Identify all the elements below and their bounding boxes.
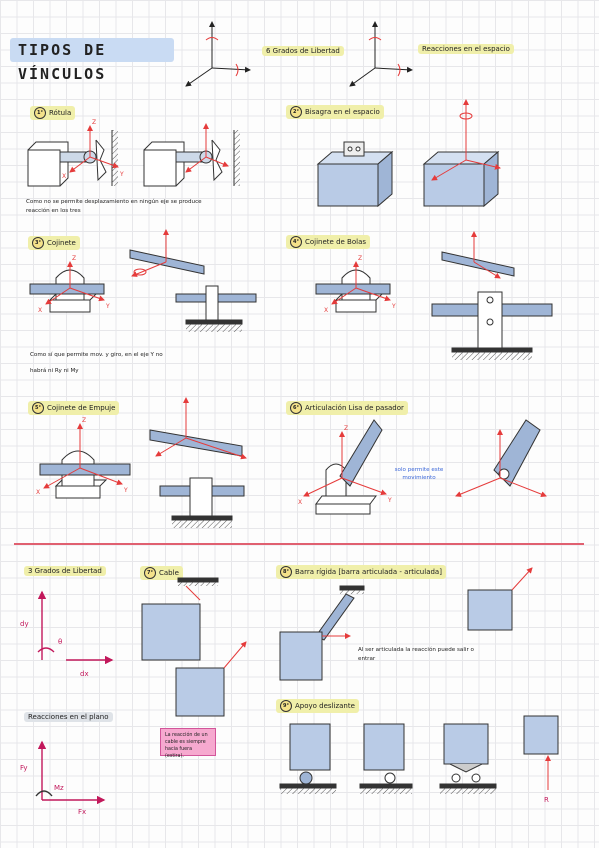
section-bolas: 4°Cojinete de Bolas xyxy=(286,235,371,249)
header-axes-reactions xyxy=(349,21,413,87)
section-number: 3° xyxy=(32,237,44,249)
cable-drawing-2 xyxy=(175,641,247,717)
section-number: 4° xyxy=(290,236,302,248)
barra-drawing-2 xyxy=(467,567,533,631)
bisagra-drawing-2 xyxy=(422,99,501,208)
page-title: TIPOS DE VÍNCULOS xyxy=(10,38,174,83)
pasador-blue-note: solo permite este movimiento xyxy=(394,467,444,481)
fx-label: Fx xyxy=(78,808,86,816)
dy-label: dy xyxy=(20,620,29,628)
axis-x-label: X xyxy=(36,489,40,496)
plano-reac-diagram xyxy=(35,740,106,805)
axis-z-label: Z xyxy=(82,417,86,424)
section-empuje: 5°Cojinete de Empuje xyxy=(28,401,120,415)
cojinete-drawing-2 xyxy=(129,229,257,332)
section-divider xyxy=(14,543,584,545)
apoyo-drawing-2 xyxy=(359,723,413,794)
axis-x-label: X xyxy=(298,499,302,506)
apoyo-drawing-3 xyxy=(439,723,497,794)
section-label: Articulación Lisa de pasador xyxy=(305,404,404,412)
axis-x-label: X xyxy=(38,307,42,314)
section-label: Reacciones en el plano xyxy=(28,713,109,721)
axis-y-label: Y xyxy=(123,487,128,494)
rotula-note: Como no se permite desplazamiento en nin… xyxy=(26,199,202,214)
section-number: 5° xyxy=(32,402,44,414)
bisagra-drawing-1 xyxy=(316,141,394,208)
section-label: Bisagra en el espacio xyxy=(305,108,380,116)
section-label: Cojinete xyxy=(47,239,76,247)
axis-z-label: Z xyxy=(72,255,76,262)
section-cable: 7°Cable xyxy=(140,566,183,580)
section-number: 8° xyxy=(280,566,292,578)
section-plano-dof: 3 Grados de Libertad xyxy=(24,566,106,576)
axis-z-label: Z xyxy=(358,255,362,262)
barra-drawing-1 xyxy=(279,585,365,681)
axis-y-label: Y xyxy=(391,303,396,310)
cojinete-note-2: habrá ni Ry ni My xyxy=(30,368,79,374)
theta-label: θ xyxy=(58,638,62,646)
section-number: 9° xyxy=(280,700,292,712)
cable-pink-note: La reacción de un cable es siempre hacia… xyxy=(160,728,216,759)
section-number: 1° xyxy=(34,107,46,119)
rotula-drawing-2 xyxy=(143,123,240,187)
empuje-drawing-1 xyxy=(39,423,131,499)
dx-label: dx xyxy=(80,670,89,678)
header-axes-dof xyxy=(185,21,251,87)
r-label: R xyxy=(544,796,549,804)
section-barra: 8°Barra rígida [barra articulada - artic… xyxy=(276,565,446,579)
axis-y-label: Y xyxy=(105,303,110,310)
axis-y-label: Y xyxy=(387,497,392,504)
axis-x-label: X xyxy=(62,173,66,180)
pasador-drawing-1 xyxy=(303,419,387,515)
mz-label: Mz xyxy=(54,784,64,792)
section-label: 3 Grados de Libertad xyxy=(28,567,102,575)
section-label: Apoyo deslizante xyxy=(295,702,355,710)
section-number: 7° xyxy=(144,567,156,579)
pasador-drawing-2 xyxy=(455,419,547,497)
axis-z-label: Z xyxy=(92,119,96,126)
section-number: 2° xyxy=(290,106,302,118)
section-number: 6° xyxy=(290,402,302,414)
barra-note: Al ser articulada la reacción puede sali… xyxy=(358,647,474,662)
apoyo-drawing-4 xyxy=(523,715,559,790)
section-label: Cojinete de Bolas xyxy=(305,238,367,246)
section-label: Cojinete de Empuje xyxy=(47,404,116,412)
dof-label: 6 Grados de Libertad xyxy=(262,46,344,56)
section-plano-reac: Reacciones en el plano xyxy=(24,712,113,722)
section-label: Cable xyxy=(159,569,179,577)
cojinete-note-1: Como sí que permite mov. y giro, en el e… xyxy=(30,352,163,358)
axis-y-label: Y xyxy=(119,171,124,178)
apoyo-drawing-1 xyxy=(279,723,337,794)
cable-drawing-1 xyxy=(141,577,219,661)
fy-label: Fy xyxy=(20,764,28,772)
section-pasador: 6°Articulación Lisa de pasador xyxy=(286,401,408,415)
axis-x-label: X xyxy=(324,307,328,314)
axis-z-label: Z xyxy=(344,425,348,432)
section-bisagra: 2°Bisagra en el espacio xyxy=(286,105,384,119)
bolas-drawing-1 xyxy=(315,261,391,313)
section-label: Rótula xyxy=(49,109,72,117)
cojinete-drawing-1 xyxy=(29,261,105,313)
bolas-drawing-2 xyxy=(431,231,553,360)
rotula-drawing-1 xyxy=(27,125,119,187)
section-apoyo: 9°Apoyo deslizante xyxy=(276,699,359,713)
section-cojinete: 3°Cojinete xyxy=(28,236,80,250)
section-rotula: 1°Rótula xyxy=(30,106,76,120)
reactions-label: Reacciones en el espacio xyxy=(418,44,514,54)
plano-dof-diagram xyxy=(37,590,114,665)
empuje-drawing-2 xyxy=(149,397,247,528)
section-label: Barra rígida [barra articulada - articul… xyxy=(295,568,442,576)
